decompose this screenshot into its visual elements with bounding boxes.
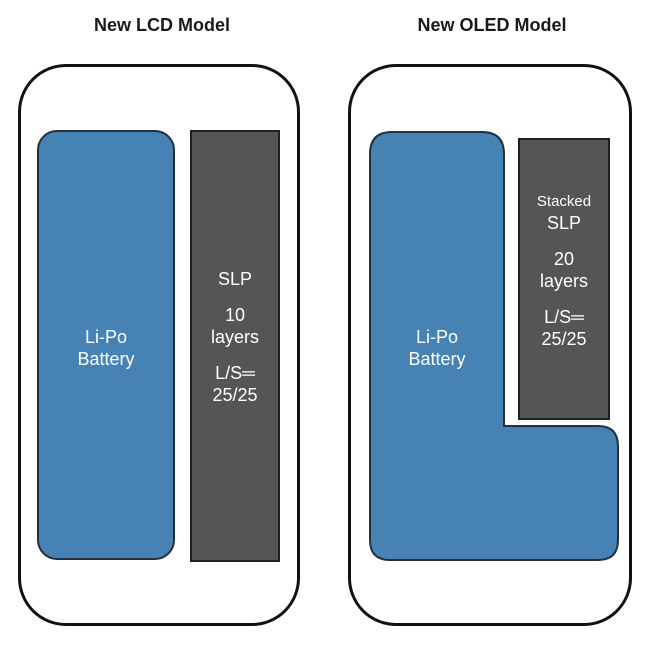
oled-battery-label-line1: Li-Po [415,327,459,347]
lcd-battery-label-line1: Li-Po [84,327,128,347]
lcd-board-ls-label: L/S═ [215,363,255,383]
lcd-board-layers-word: layers [210,327,259,347]
lcd-board-type: SLP [217,269,253,289]
oled-board-ls-label: L/S═ [544,307,584,327]
lcd-board-label: SLP 10 layers L/S═ 25/25 [192,268,278,406]
oled-board-type-line2: SLP [546,213,582,233]
lcd-battery-label: Li-Po Battery [39,326,173,370]
oled-board-label: Stacked SLP 20 layers L/S═ 25/25 [520,192,608,350]
oled-battery [369,131,619,561]
lcd-slp-board: SLP 10 layers L/S═ 25/25 [190,130,280,562]
oled-battery-label: Li-Po Battery [378,326,496,370]
oled-board-layers-word: layers [539,271,588,291]
oled-stacked-slp-board: Stacked SLP 20 layers L/S═ 25/25 [518,138,610,420]
oled-board-layer-count: 20 [553,249,575,269]
lcd-battery: Li-Po Battery [37,130,175,560]
lcd-board-layer-count: 10 [224,305,246,325]
lcd-model-title: New LCD Model [93,15,230,35]
oled-board-type-line1: Stacked [536,193,592,210]
oled-model-title: New OLED Model [417,15,567,35]
oled-battery-label-line2: Battery [408,349,466,369]
lcd-board-ls-value: 25/25 [212,385,258,405]
lcd-battery-label-line2: Battery [77,349,135,369]
oled-board-ls-value: 25/25 [541,329,587,349]
